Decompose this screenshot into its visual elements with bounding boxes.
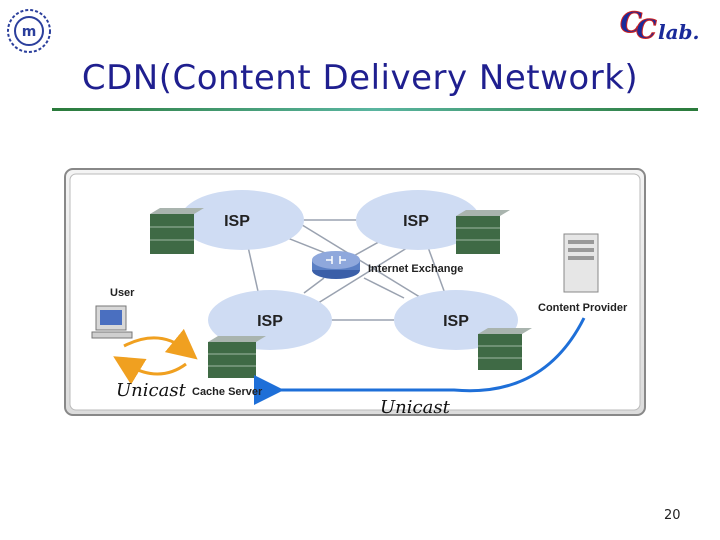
unicast-label-right: Unicast <box>380 397 450 418</box>
cdn-diagram: ISP ISP ISP ISP Internet Exchange <box>64 168 646 416</box>
loop-arrow-top <box>123 328 198 360</box>
cclab-logo: C C lab. <box>620 6 716 46</box>
isp-label: ISP <box>224 213 250 230</box>
content-provider-server-icon <box>563 233 599 293</box>
cache-server-label: Cache Server <box>192 386 263 398</box>
isp-label: ISP <box>403 213 429 230</box>
isp-cloud-bottom-left: ISP <box>208 290 332 350</box>
cache-server-stack <box>208 336 266 378</box>
user-computer-icon <box>91 305 133 339</box>
unicast-arrow <box>254 317 586 405</box>
university-seal-logo: m <box>6 8 52 54</box>
server-stack-top-right <box>456 210 510 254</box>
internet-exchange-label: Internet Exchange <box>368 263 463 275</box>
server-stack-bottom-right <box>478 328 532 370</box>
isp-cloud-top-right: ISP <box>356 190 480 250</box>
svg-text:m: m <box>22 24 37 40</box>
svg-text:C: C <box>620 6 643 39</box>
page-number: 20 <box>664 508 681 523</box>
isp-label: ISP <box>443 313 469 330</box>
loop-arrow-bottom <box>113 356 187 385</box>
isp-cloud-top-left: ISP <box>180 190 304 250</box>
router-icon <box>312 251 360 279</box>
content-provider-label: Content Provider <box>538 302 628 314</box>
server-stack-top-left <box>150 208 204 254</box>
slide-title: CDN(Content Delivery Network) <box>81 58 639 98</box>
svg-text:C: C <box>636 15 657 44</box>
cclab-logo-text: lab. <box>658 20 700 44</box>
user-label: User <box>110 287 135 299</box>
unicast-label-left: Unicast <box>116 380 186 401</box>
title-underline <box>52 108 698 111</box>
isp-label: ISP <box>257 313 283 330</box>
